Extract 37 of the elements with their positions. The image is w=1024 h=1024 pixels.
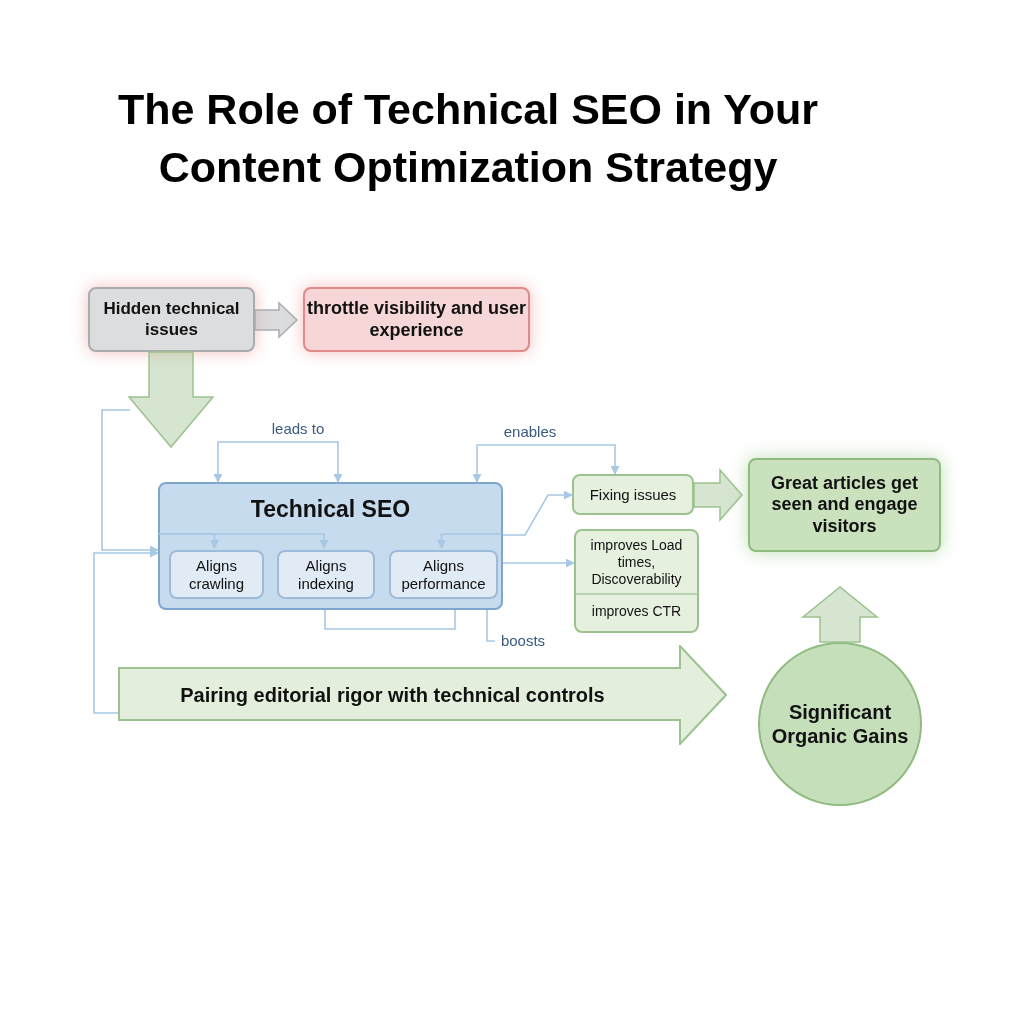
- node-label: Pairing editorial rigor with technical controls: [180, 683, 605, 707]
- connector-arrow: [213, 441, 343, 483]
- process-box: [277, 550, 375, 599]
- process-box: [88, 287, 255, 352]
- block-arrow: [693, 468, 743, 522]
- node-label: improves Load times, Discoverability: [589, 536, 684, 589]
- connector-line: [324, 609, 456, 630]
- group-box: [158, 482, 503, 610]
- connector-arrow: [502, 558, 575, 568]
- block-arrow: [800, 586, 880, 643]
- connector-arrow: [437, 533, 503, 549]
- connector-arrow: [158, 533, 329, 549]
- node-label: Aligns indexing: [297, 556, 355, 593]
- connector-arrow: [472, 444, 620, 483]
- process-box: [574, 529, 699, 633]
- node-label: Technical SEO: [250, 496, 411, 524]
- diagram-title: The Role of Technical SEO in Your Content Optimization Strategy: [116, 84, 820, 193]
- node-label: Fixing issues: [589, 485, 677, 504]
- node-label: Aligns crawling: [188, 556, 245, 593]
- node-label: Great articles get seen and engage visitors: [769, 472, 920, 538]
- node-label: Aligns performance: [400, 556, 487, 593]
- block-arrow: [254, 301, 299, 339]
- result-box: [748, 458, 941, 552]
- connector-arrow: [502, 490, 573, 536]
- arrow-banner: [118, 645, 727, 745]
- connector-line: [486, 609, 496, 642]
- node-label: Significant Organic Gains: [770, 700, 910, 748]
- process-box: [572, 474, 694, 515]
- node-label: improves CTR: [576, 593, 697, 629]
- process-box: [303, 287, 530, 352]
- node-label: Hidden technical issues: [102, 299, 241, 340]
- block-arrow: [127, 351, 215, 449]
- node-label: throttle visibility and user experience: [305, 297, 527, 342]
- process-box: [169, 550, 264, 599]
- process-box: [389, 550, 498, 599]
- node-label: boosts: [500, 632, 546, 650]
- connector-arrow: [93, 548, 159, 714]
